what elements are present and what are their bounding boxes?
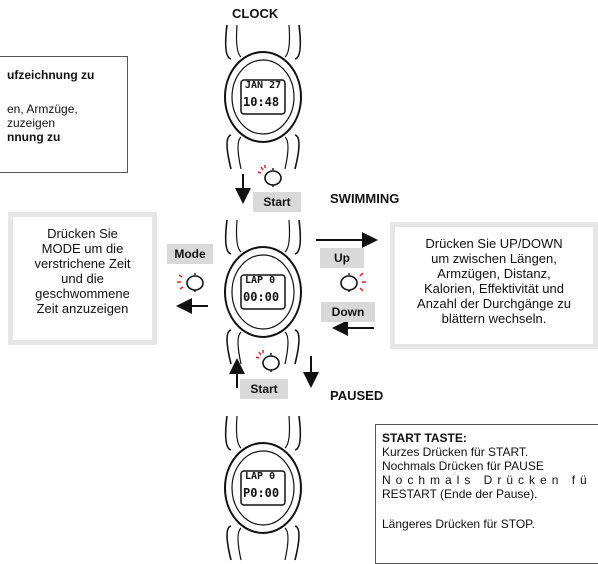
watch-paused-lap: LAP 0 [245, 471, 276, 482]
start-button-bottom[interactable]: Start [240, 379, 288, 399]
updown-line-5: Anzahl der Durchgänge zu [417, 296, 571, 311]
press-icon-mode [177, 273, 204, 292]
press-icon-updown [340, 272, 366, 292]
state-paused-label: PAUSED [330, 388, 384, 403]
info-line-3: zuzeigen [7, 116, 56, 130]
info-line-4: nnung zu [7, 130, 61, 144]
info-line-2: en, Armzüge, [7, 102, 78, 116]
mode-line-4: und die [61, 271, 104, 286]
mode-line-5: geschwommene [35, 286, 130, 301]
info-line-1: ufzeichnung zu [7, 68, 95, 82]
watch-clock-date: JAN 27 [245, 80, 282, 91]
watch-paused-time: P0:00 [243, 486, 280, 500]
updown-line-3: Armzügen, Distanz, [437, 266, 551, 281]
updown-line-2: um zwischen Längen, [431, 251, 557, 266]
press-icon-start-bottom [255, 350, 280, 372]
start-info-title: START TASTE: [382, 431, 467, 445]
updown-line-6: blättern wechseln. [441, 311, 547, 326]
start-info-box: START TASTE: Kurzes Drücken für START. N… [375, 424, 598, 564]
updown-explanation-box: Drücken Sie UP/DOWN um zwischen Längen, … [390, 222, 598, 349]
watch-swimming-time: 00:00 [243, 290, 280, 304]
start-info-line-4: RESTART (Ende der Pause). [382, 487, 538, 501]
recording-info-box: ufzeichnung zu en, Armzüge, zuzeigen nnu… [0, 56, 128, 173]
state-clock-label: CLOCK [232, 6, 279, 21]
start-info-line-1: Kurzes Drücken für START. [382, 445, 529, 459]
mode-explanation-box: Drücken Sie MODE um die verstrichene Zei… [8, 212, 157, 345]
watch-swimming-lap: LAP 0 [245, 275, 276, 286]
start-info-line-2: Nochmals Drücken für PAUSE [382, 459, 544, 473]
start-info-line-6: Längeres Drücken für STOP. [382, 517, 535, 531]
mode-line-3: verstrichene Zeit [34, 256, 131, 271]
up-button[interactable]: Up [320, 248, 364, 268]
down-button[interactable]: Down [321, 302, 375, 322]
updown-line-1: Drücken Sie UP/DOWN [425, 236, 563, 251]
updown-line-4: Kalorien, Effektivität und [424, 281, 564, 296]
mode-line-1: Drücken Sie [47, 226, 118, 241]
watch-clock-time: 10:48 [243, 95, 280, 109]
start-info-line-3: Nochmals Drücken fü [382, 473, 592, 487]
state-swimming-label: SWIMMING [330, 191, 400, 206]
start-button-top[interactable]: Start [253, 192, 301, 212]
mode-line-6: Zeit anzuzeigen [36, 301, 129, 316]
press-icon-start-top [257, 165, 282, 187]
mode-button[interactable]: Mode [167, 244, 213, 264]
mode-line-2: MODE um die [41, 241, 124, 256]
